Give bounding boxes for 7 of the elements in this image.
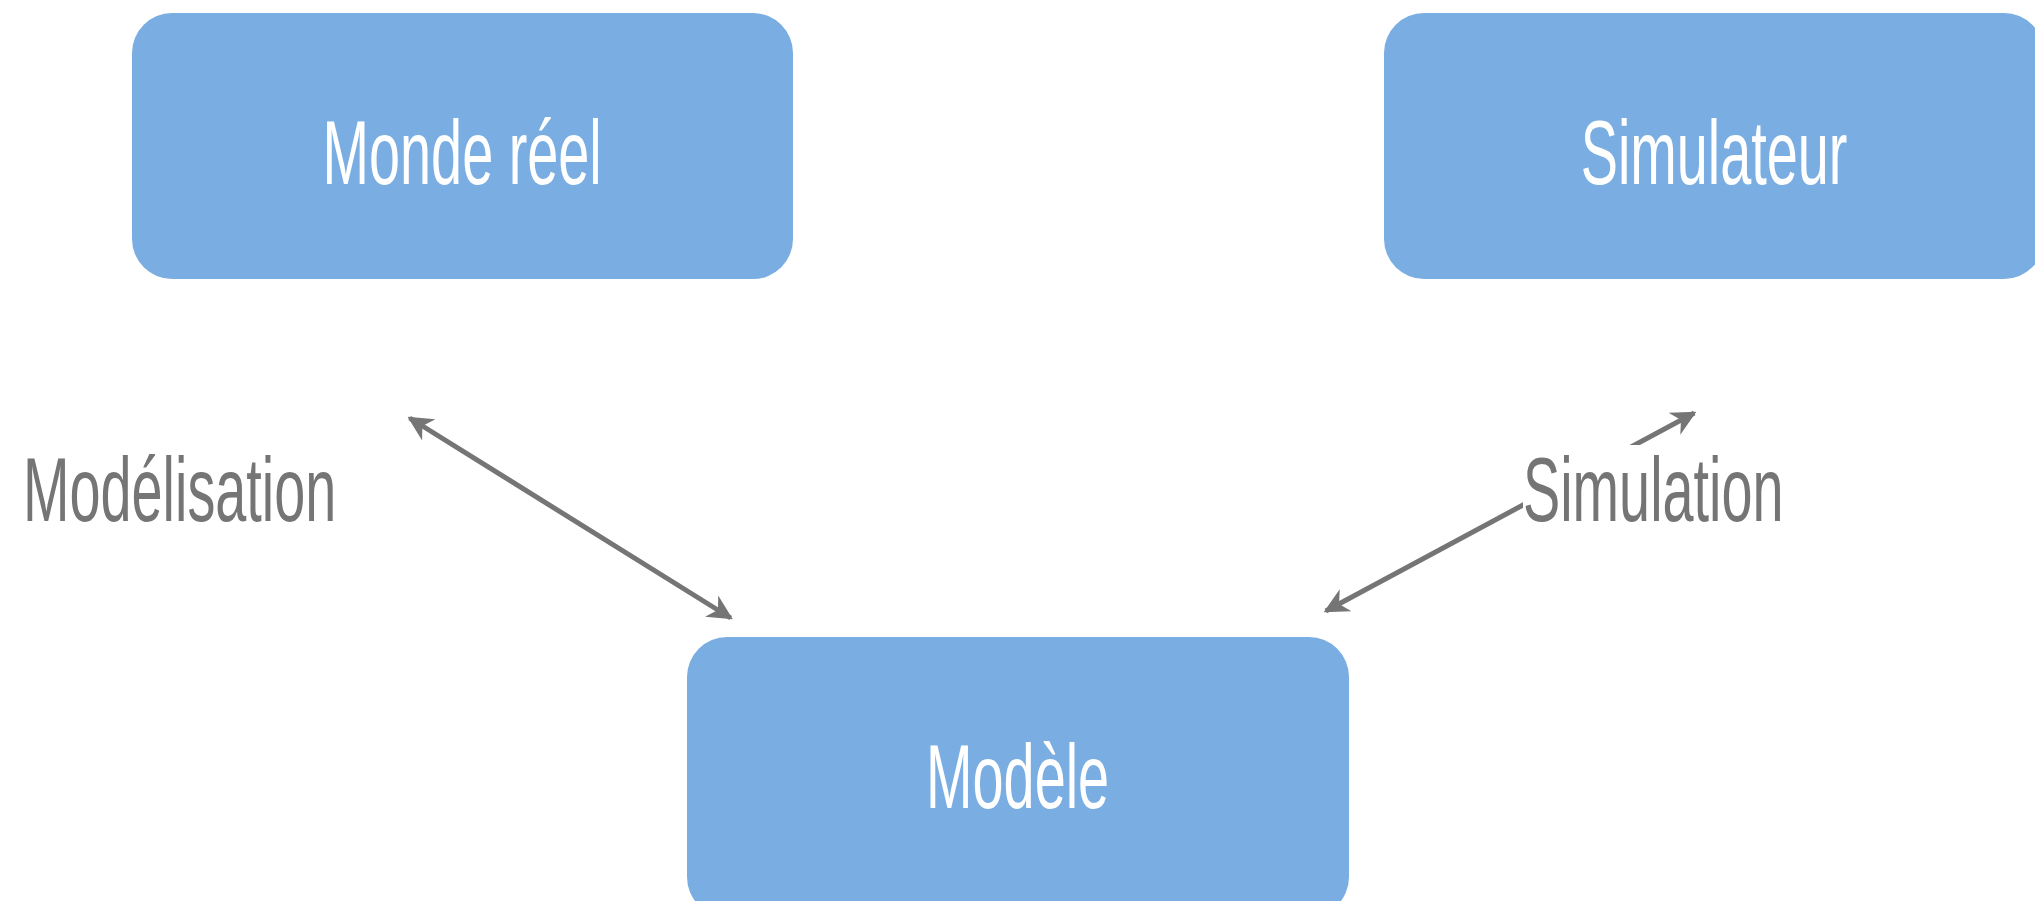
process-box (132, 13, 793, 279)
box-label: Simulateur (1580, 108, 1848, 198)
double-arrow (407, 415, 733, 621)
box-label: Modèle (926, 732, 1110, 822)
process-box (687, 637, 1349, 901)
box-label: Monde réel (322, 108, 603, 198)
process-box (1384, 13, 2035, 279)
